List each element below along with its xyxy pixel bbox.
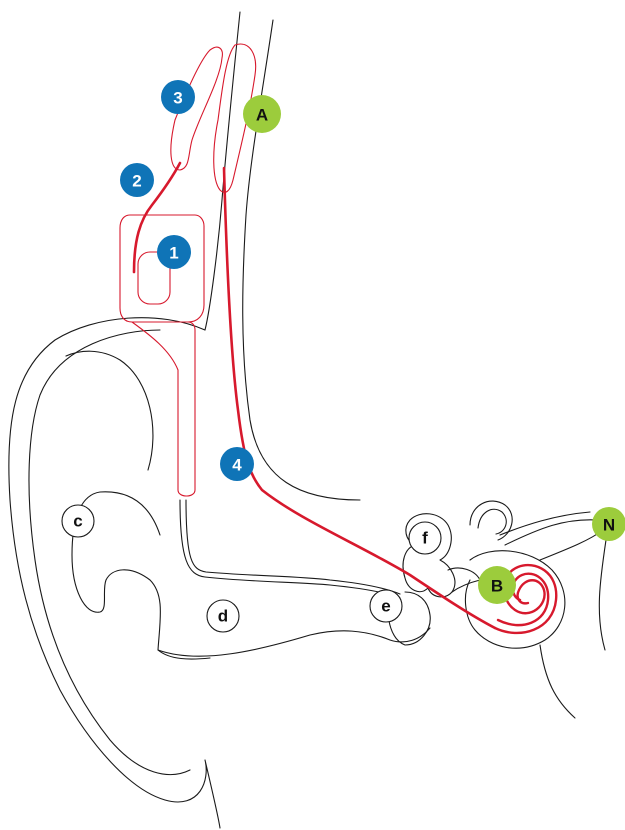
nerve-down — [599, 540, 606, 650]
pinna-helix — [29, 330, 190, 775]
ear-canal-upper-2 — [186, 500, 400, 594]
marker-4-label: 4 — [232, 456, 242, 475]
implant-device — [120, 44, 256, 496]
marker-a: A — [243, 95, 281, 133]
scalp-line-inner — [243, 20, 360, 500]
marker-n: N — [592, 507, 625, 541]
marker-2: 2 — [120, 163, 154, 197]
marker-b-label: B — [491, 577, 503, 596]
processor-upper-outline — [120, 215, 204, 322]
marker-c-label: c — [73, 512, 82, 531]
marker-d-label: d — [218, 607, 228, 626]
processor-ear-hook — [132, 322, 195, 496]
earlobe-curve — [158, 650, 210, 659]
ear-canal-upper — [180, 500, 400, 598]
marker-1: 1 — [157, 235, 191, 269]
marker-n-label: N — [603, 516, 615, 535]
marker-3: 3 — [161, 80, 195, 114]
implant-wires — [134, 163, 556, 633]
ear-canal-lower — [158, 628, 430, 656]
skull-base-line — [540, 645, 575, 718]
marker-c: c — [62, 505, 94, 537]
marker-2-label: 2 — [132, 172, 141, 191]
marker-a-label: A — [256, 106, 268, 125]
pinna-antihelix — [66, 351, 153, 470]
anatomy-outline — [9, 12, 606, 828]
stapes — [448, 568, 480, 592]
marker-e: e — [370, 590, 402, 622]
marker-4: 4 — [220, 447, 254, 481]
marker-b: B — [478, 566, 516, 604]
nerve-line — [500, 512, 590, 535]
semicircular-canal-2 — [478, 509, 506, 534]
auditory-nerve-lower — [540, 530, 603, 560]
marker-f-label: f — [422, 529, 428, 548]
marker-3-label: 3 — [173, 89, 182, 108]
marker-e-label: e — [381, 597, 390, 616]
electrode-lead — [224, 168, 495, 628]
marker-f: f — [409, 522, 441, 554]
marker-d: d — [207, 600, 239, 632]
marker-1-label: 1 — [169, 244, 178, 263]
